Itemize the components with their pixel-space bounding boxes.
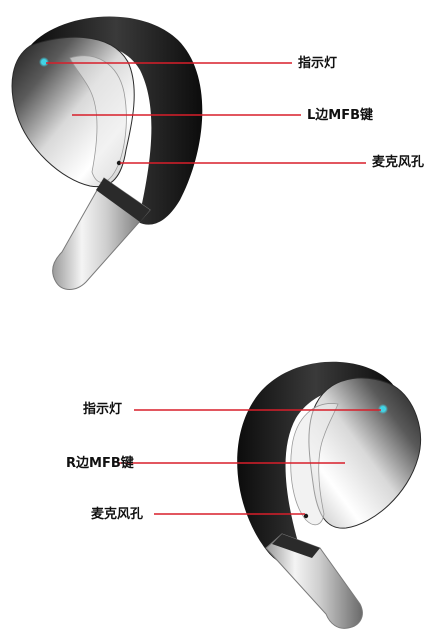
- right-earbud-stem: [265, 533, 363, 629]
- left-earbud-hook: [30, 16, 203, 225]
- right-earbud: [237, 361, 421, 629]
- label-mfb-left: L边MFB键: [307, 108, 374, 123]
- right-mic-hole: [303, 513, 309, 519]
- right-leader-lines: [118, 409, 381, 515]
- label-indicator-left: 指示灯: [298, 56, 338, 71]
- right-earbud-nub: [290, 403, 339, 526]
- left-earbud-stem: [52, 177, 151, 290]
- label-mfb-right: R边MFB键: [66, 456, 134, 471]
- left-leader-lines: [46, 62, 366, 164]
- right-earbud-face: [308, 377, 421, 529]
- label-mic-right: 麦克风孔: [91, 507, 144, 522]
- right-earbud-hook: [237, 361, 394, 566]
- label-mic-left: 麦克风孔: [372, 155, 425, 170]
- left-mic-hole: [116, 160, 122, 166]
- label-indicator-right: 指示灯: [83, 402, 123, 417]
- left-earbud: [11, 16, 203, 290]
